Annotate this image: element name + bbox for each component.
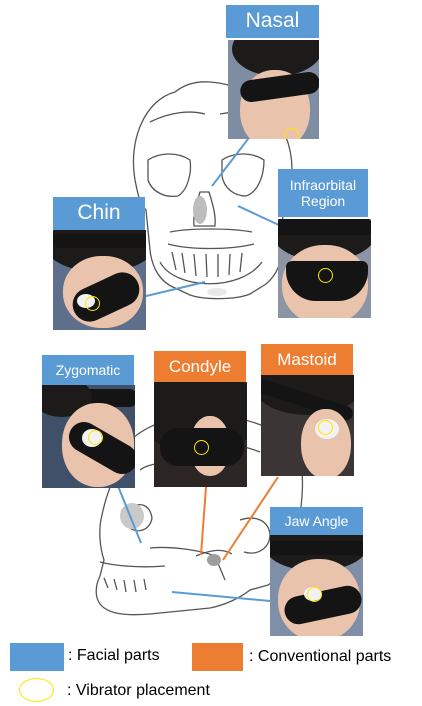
vibrator-marker	[318, 268, 333, 283]
nasal-cavity-fill	[193, 196, 207, 224]
condyle-line	[201, 487, 206, 555]
legend-facial-label: : Facial parts	[68, 647, 160, 665]
infraorbital-line	[238, 206, 281, 226]
infraorbital-label: Infraorbital Region	[278, 169, 368, 217]
chin-line	[142, 282, 205, 297]
vibrator-marker	[307, 587, 322, 602]
condyle-bone	[207, 554, 221, 566]
legend-facial-swatch	[10, 643, 64, 671]
jaw-angle-label: Jaw Angle	[270, 507, 363, 535]
vibrator-marker	[85, 296, 100, 311]
infraorbital-photo	[278, 219, 371, 318]
vibrator-marker	[284, 128, 299, 139]
chin-shading	[207, 288, 227, 296]
vibrator-marker	[194, 440, 209, 455]
chin-photo	[53, 230, 146, 330]
condyle-photo	[154, 382, 247, 487]
zygomatic-label: Zygomatic	[42, 355, 134, 385]
nasal-label: Nasal	[226, 5, 319, 38]
legend-conventional-swatch	[192, 643, 243, 671]
vibrator-marker	[318, 420, 333, 435]
lateral-eye-socket	[120, 503, 144, 529]
jaw-angle-photo	[270, 535, 363, 636]
mastoid-label: Mastoid	[261, 344, 353, 375]
nasal-photo	[228, 40, 319, 139]
zygomatic-photo	[42, 385, 135, 488]
vibrator-marker	[88, 430, 103, 445]
legend-conventional-label: : Conventional parts	[249, 648, 391, 666]
legend-vibrator-label: : Vibrator placement	[67, 682, 210, 700]
chin-label: Chin	[53, 197, 145, 230]
legend-vibrator-circle-icon	[19, 678, 54, 702]
jaw-angle-line	[172, 592, 270, 601]
mastoid-photo	[261, 375, 354, 476]
condyle-label: Condyle	[154, 351, 246, 382]
